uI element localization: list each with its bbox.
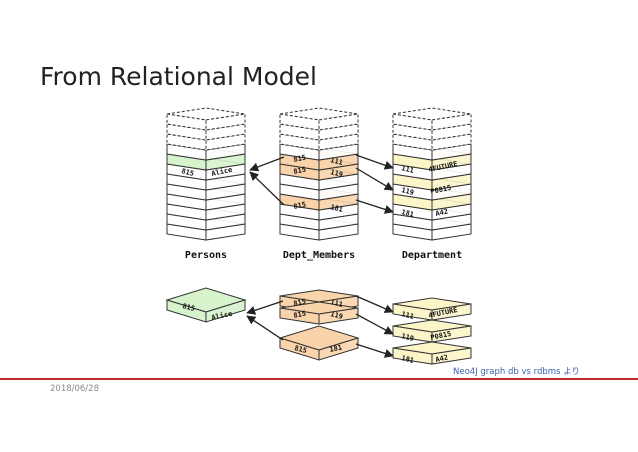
graph-department-3-name: A42 [435, 353, 449, 363]
members-row-2-dept: 119 [330, 168, 344, 179]
members-row-1-dept: 111 [330, 156, 344, 167]
graph-person-id: 815 [182, 302, 196, 313]
graph-department-2-id: 119 [401, 332, 415, 343]
graph-member-1-dept: 111 [330, 298, 344, 309]
graph-department-1-id: 111 [401, 310, 415, 321]
members-row-1-person: 815 [293, 153, 307, 163]
members-row-3-dept: 181 [330, 203, 344, 214]
graph-member-3-person: 815 [294, 344, 308, 355]
department-table-slab-1 [392, 107, 472, 131]
graph-arrow-member-to-person-2 [246, 315, 284, 341]
dept-members-table [279, 107, 359, 241]
graph-member-node-2 [279, 301, 359, 325]
department-label: Department [402, 250, 462, 261]
graph-department-3-id: 181 [401, 354, 415, 365]
persons-row-id: 815 [181, 167, 195, 178]
graph-department-node-2 [392, 319, 472, 343]
arrow-members-to-department-1 [355, 154, 394, 170]
graph-person-node [165, 287, 247, 323]
footer-rule [0, 378, 638, 380]
graph-member-1-person: 815 [293, 297, 307, 307]
members-table-slab-1 [279, 107, 359, 131]
persons-table-slab-1 [166, 107, 246, 131]
graph-arrow-member-to-department-2 [355, 313, 394, 335]
arrow-members-to-persons-2 [249, 171, 285, 206]
members-row-3-person: 815 [293, 200, 307, 210]
source-caption: Neo4J graph db vs rdbms より [453, 367, 581, 377]
graph-arrow-member-to-department-3 [355, 343, 394, 358]
department-table [392, 107, 472, 241]
graph-member-2-person: 815 [293, 309, 307, 319]
graph-arrow-member-to-department-1 [355, 295, 394, 313]
graph-arrow-member-to-person-1 [246, 300, 284, 315]
graph-member-2-dept: 119 [330, 310, 344, 321]
department-row-3-id: 181 [401, 208, 415, 219]
slide-date: 2018/06/28 [50, 384, 99, 394]
department-row-1-id: 111 [401, 164, 415, 175]
arrow-members-to-department-3 [355, 199, 394, 214]
slide-title: From Relational Model [40, 62, 317, 91]
graph-member-3-dept: 181 [329, 343, 343, 353]
department-row-3-name: A42 [435, 207, 449, 217]
persons-table [166, 107, 246, 241]
department-row-2-id: 119 [401, 186, 415, 197]
persons-label: Persons [185, 250, 227, 261]
arrow-members-to-department-2 [355, 167, 394, 191]
graph-member-node-3 [278, 325, 360, 361]
graph-department-node-3 [392, 341, 472, 365]
members-row-2-person: 815 [293, 165, 307, 175]
graph-nodes [165, 287, 472, 365]
arrow-members-to-persons-1 [249, 156, 285, 172]
dept-members-label: Dept_Members [283, 250, 355, 261]
